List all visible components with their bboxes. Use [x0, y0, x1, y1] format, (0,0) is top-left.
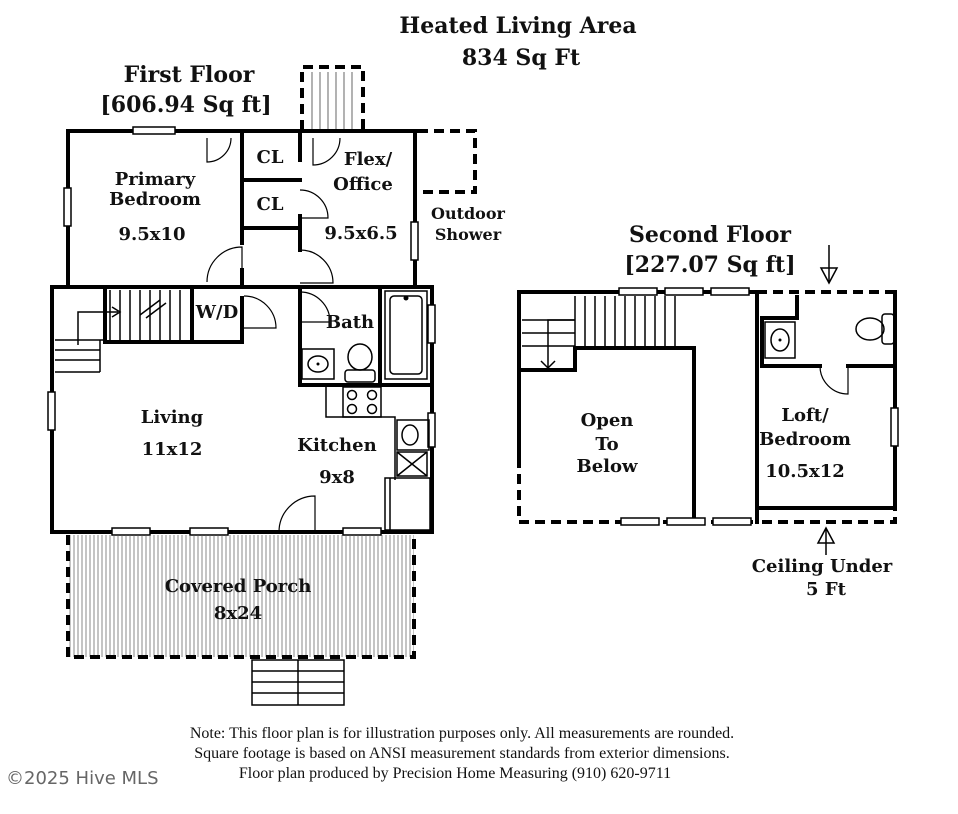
- covered-porch-dims: 8x24: [214, 603, 262, 624]
- window: [620, 517, 660, 526]
- open-to-below-label-2: To: [595, 434, 618, 455]
- door-swing: [299, 291, 331, 323]
- window: [890, 407, 899, 447]
- primary-bedroom-label-1: Primary: [115, 169, 196, 190]
- living-label: Living: [141, 407, 204, 428]
- door-swing: [206, 246, 243, 283]
- closet-2-label: CL: [257, 194, 284, 215]
- covered-porch-outline: [66, 535, 416, 659]
- first-floor-area: [606.94 Sq ft]: [100, 92, 271, 118]
- second-floor-plan: Open To Below Loft/ Bedroom 10.5x12 Ceil…: [517, 245, 899, 600]
- ceiling-note-1: Ceiling Under: [752, 556, 893, 577]
- outdoor-shower-label-1: Outdoor: [431, 204, 505, 223]
- door-swing: [299, 189, 329, 219]
- door-swing: [243, 295, 277, 329]
- bathtub: [384, 290, 428, 380]
- first-floor-title: First Floor: [124, 62, 255, 88]
- door-swing: [819, 365, 849, 395]
- footer-note-1: Note: This floor plan is for illustratio…: [190, 725, 734, 742]
- window: [666, 517, 706, 526]
- covered-porch-label: Covered Porch: [165, 576, 312, 597]
- outdoor-shower-outline: [418, 129, 477, 194]
- window: [710, 287, 750, 296]
- open-to-below-label-1: Open: [581, 410, 634, 431]
- loft-bedroom-label-1: Loft/: [781, 405, 829, 426]
- stove: [342, 386, 382, 418]
- outdoor-shower-label-2: Shower: [435, 225, 502, 244]
- copyright-watermark: ©2025 Hive MLS: [6, 768, 159, 789]
- door-swing: [278, 495, 316, 533]
- living-dims: 11x12: [142, 439, 203, 460]
- flex-office-label-1: Flex/: [344, 149, 393, 170]
- door-swing: [206, 137, 232, 163]
- window: [427, 304, 436, 344]
- wd-label: W/D: [195, 302, 238, 323]
- window: [342, 527, 382, 536]
- bath-sink: [301, 348, 335, 380]
- window: [111, 527, 151, 536]
- door-swing: [299, 249, 334, 284]
- refrigerator: [384, 477, 431, 531]
- second-floor-area: [227.07 Sq ft]: [624, 252, 795, 278]
- staircase: [55, 290, 181, 373]
- flex-office-dims: 9.5x6.5: [324, 223, 397, 244]
- second-floor-title: Second Floor: [629, 222, 791, 248]
- upper-toilet: [855, 317, 885, 341]
- window: [63, 187, 72, 227]
- window: [410, 221, 419, 261]
- primary-bedroom-dims: 9.5x10: [118, 224, 185, 245]
- window: [712, 517, 752, 526]
- primary-bedroom-label-2: Bedroom: [109, 189, 201, 210]
- entry-bumpout: [300, 65, 365, 130]
- upper-bath-sink: [764, 321, 796, 359]
- kitchen-dims: 9x8: [319, 467, 355, 488]
- window: [132, 126, 176, 135]
- window: [47, 391, 56, 431]
- window: [427, 412, 436, 448]
- window: [618, 287, 658, 296]
- ceiling-note-2: 5 Ft: [806, 579, 847, 600]
- upper-staircase: [522, 296, 676, 370]
- porch-steps: [251, 659, 345, 706]
- arrow-up-icon: [816, 526, 836, 555]
- footer-note-2: Square footage is based on ANSI measurem…: [194, 745, 729, 762]
- footer-note-3: Floor plan produced by Precision Home Me…: [239, 765, 671, 782]
- flex-office-label-2: Office: [333, 174, 393, 195]
- door-swing: [312, 137, 341, 166]
- porch-decking: [68, 535, 414, 657]
- arrow-down-icon: [819, 245, 839, 285]
- loft-bedroom-dims: 10.5x12: [765, 461, 845, 482]
- kitchen-sink: [396, 419, 430, 451]
- kitchen-label: Kitchen: [297, 435, 376, 456]
- open-to-below-label-3: Below: [576, 456, 638, 477]
- window: [664, 287, 704, 296]
- closet-1-label: CL: [257, 147, 284, 168]
- heated-area-title: Heated Living Area: [399, 13, 636, 39]
- dishwasher: [396, 451, 428, 477]
- toilet: [347, 343, 373, 371]
- window: [189, 527, 229, 536]
- heated-area-sqft: 834 Sq Ft: [462, 45, 581, 71]
- bath-label: Bath: [326, 312, 374, 333]
- loft-bedroom-label-2: Bedroom: [759, 429, 851, 450]
- first-floor-plan: Primary Bedroom 9.5x10 CL CL Flex/ Offic…: [47, 65, 506, 706]
